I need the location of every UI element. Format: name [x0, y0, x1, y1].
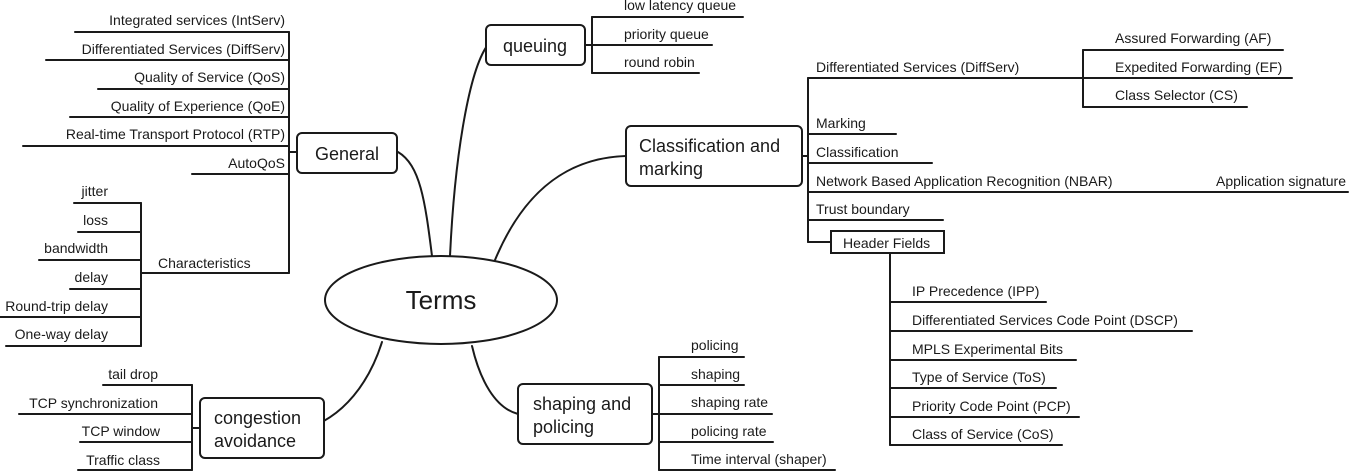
- general-item: Integrated services (IntServ): [109, 12, 285, 28]
- general-item: Differentiated Services (DiffServ): [82, 41, 285, 57]
- congestion-label-line1: congestion: [214, 408, 301, 428]
- connector-classification: [494, 155, 627, 261]
- diffserv-item: Expedited Forwarding (EF): [1115, 59, 1282, 75]
- general-item: Quality of Service (QoS): [134, 69, 285, 85]
- diffserv-label: Differentiated Services (DiffServ): [816, 59, 1019, 75]
- header-field-item: Class of Service (CoS): [912, 426, 1054, 442]
- classification-item: Marking: [816, 115, 866, 131]
- shaping-node[interactable]: [517, 383, 653, 445]
- characteristic-item: bandwidth: [44, 240, 108, 256]
- header-fields-label: Header Fields: [843, 235, 930, 251]
- connector-shaping: [471, 345, 519, 415]
- general-item: Real-time Transport Protocol (RTP): [66, 126, 285, 142]
- shaping-label-line1: shaping and: [533, 394, 631, 414]
- characteristic-item: jitter: [81, 183, 109, 199]
- general-item: Quality of Experience (QoE): [111, 98, 285, 114]
- connector-queuing: [449, 45, 488, 257]
- shaping-item: policing rate: [691, 423, 767, 439]
- center-node: [324, 255, 558, 345]
- diffserv-item: Assured Forwarding (AF): [1115, 30, 1271, 46]
- characteristic-item: One-way delay: [15, 326, 108, 342]
- classification-label-line2: marking: [639, 159, 703, 179]
- general-label: General: [315, 144, 379, 164]
- general-node[interactable]: [296, 132, 398, 174]
- header-fields-node[interactable]: [830, 230, 945, 254]
- nbar-label: Network Based Application Recognition (N…: [816, 173, 1112, 189]
- classification-branch: Differentiated Services (DiffServ) Marki…: [625, 30, 1349, 446]
- characteristic-item: Round-trip delay: [5, 298, 108, 314]
- classification-item: Classification: [816, 144, 898, 160]
- characteristic-item: loss: [83, 212, 108, 228]
- queuing-branch: low latency queue priority queue round r…: [485, 0, 744, 74]
- header-field-item: Type of Service (ToS): [912, 369, 1046, 385]
- classification-label-line1: Classification and: [639, 136, 780, 156]
- queuing-label: queuing: [503, 36, 567, 56]
- shaping-label-line2: policing: [533, 417, 594, 437]
- queuing-item: low latency queue: [624, 0, 736, 13]
- classification-node[interactable]: [625, 125, 803, 187]
- characteristics-label: Characteristics: [158, 255, 251, 271]
- characteristic-item: delay: [75, 269, 108, 285]
- header-field-item: MPLS Experimental Bits: [912, 341, 1063, 357]
- congestion-label-line2: avoidance: [214, 431, 296, 451]
- congestion-branch: tail drop TCP synchronization TCP window…: [18, 366, 325, 471]
- shaping-item: shaping: [691, 366, 740, 382]
- congestion-item: Traffic class: [86, 452, 160, 468]
- center-label: Terms: [406, 285, 477, 315]
- congestion-item: TCP synchronization: [29, 395, 158, 411]
- queuing-item: round robin: [624, 54, 695, 70]
- queuing-item: priority queue: [624, 26, 709, 42]
- shaping-item: policing: [691, 337, 738, 353]
- queuing-node[interactable]: [485, 24, 586, 66]
- header-field-item: IP Precedence (IPP): [912, 283, 1039, 299]
- header-field-item: Priority Code Point (PCP): [912, 398, 1071, 414]
- congestion-item: tail drop: [108, 366, 158, 382]
- diffserv-item: Class Selector (CS): [1115, 87, 1238, 103]
- shaping-item: Time interval (shaper): [691, 451, 827, 467]
- header-field-item: Differentiated Services Code Point (DSCP…: [912, 312, 1178, 328]
- general-branch: Integrated services (IntServ) Differenti…: [0, 12, 398, 347]
- shaping-item: shaping rate: [691, 394, 768, 410]
- trust-boundary: Trust boundary: [816, 201, 910, 217]
- shaping-branch: policing shaping shaping rate policing r…: [517, 337, 836, 471]
- congestion-node[interactable]: [199, 397, 325, 459]
- general-item: AutoQoS: [228, 155, 285, 171]
- congestion-item: TCP window: [82, 423, 161, 439]
- connector-general: [397, 151, 433, 257]
- application-signature: Application signature: [1216, 173, 1346, 189]
